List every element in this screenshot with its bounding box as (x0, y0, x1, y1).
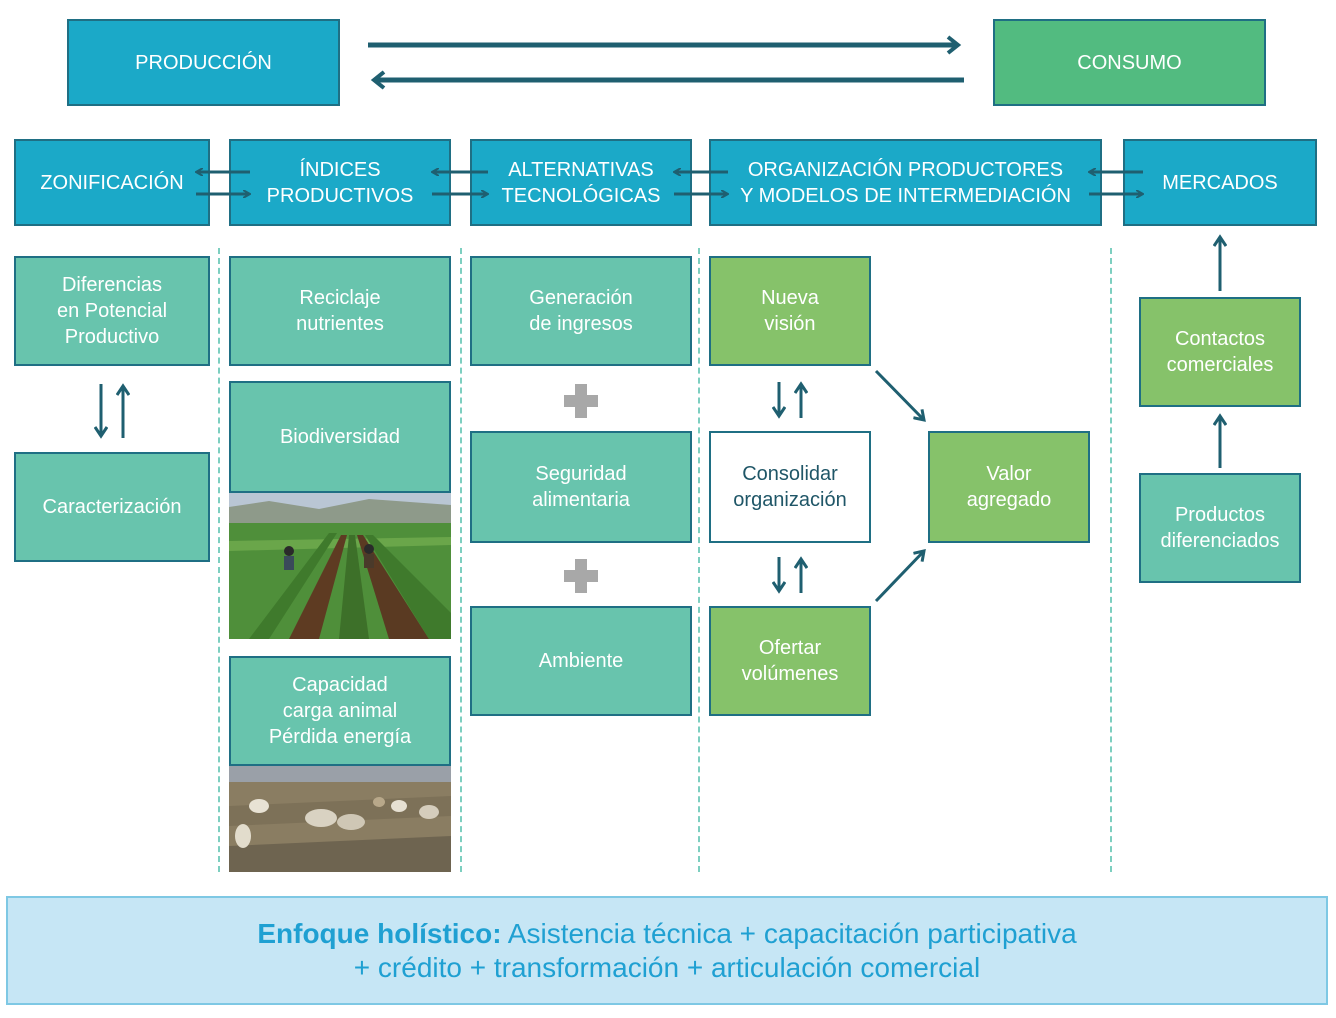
header-zonificacion: ZONIFICACIÓN (14, 139, 210, 226)
column-divider (1110, 248, 1112, 872)
seguridad-box: Seguridad alimentaria (470, 431, 692, 543)
mercados-label: MERCADOS (1162, 171, 1278, 194)
biodiversidad-label: Biodiversidad (279, 426, 401, 448)
nueva-vision-box: Nueva visión (709, 256, 871, 366)
contactos-box: Contactos comerciales (1139, 297, 1301, 407)
generacion-label: Generación de ingresos (529, 287, 633, 335)
arrow-ofertar-to-valor (874, 551, 924, 603)
seguridad-label: Seguridad alimentaria (532, 463, 630, 511)
footer-banner: Enfoque holístico: Asistencia técnica + … (6, 896, 1328, 1005)
nueva-vision-label: Nueva visión (761, 287, 819, 335)
capacidad-label: Capacidad carga animal Pérdida energía (268, 674, 412, 748)
alpaca-herd-photo (229, 766, 451, 872)
footer-line-2: + crédito + transformación + articulació… (353, 951, 981, 983)
consolidar-box: Consolidar organización (709, 431, 871, 543)
plus-icon (564, 559, 598, 593)
consolidar-label: Consolidar organización (733, 463, 847, 511)
productos-box: Productos diferenciados (1139, 473, 1301, 583)
reciclaje-label: Reciclaje nutrientes (296, 287, 384, 335)
ofertar-box: Ofertar volúmenes (709, 606, 871, 716)
header-organizacion-productores: ORGANIZACIÓN PRODUCTORES Y MODELOS DE IN… (709, 139, 1102, 226)
productos-label: Productos diferenciados (1160, 504, 1280, 552)
zonificacion-label: ZONIFICACIÓN (40, 171, 184, 194)
column-divider (698, 248, 700, 872)
crop-field-photo (229, 493, 451, 639)
produccion-label: PRODUCCIÓN (135, 51, 272, 74)
header-indices-productivos: ÍNDICES PRODUCTIVOS (229, 139, 451, 226)
reciclaje-box: Reciclaje nutrientes (229, 256, 451, 366)
ambiente-label: Ambiente (538, 650, 624, 672)
ofertar-label: Ofertar volúmenes (741, 637, 839, 685)
valor-label: Valor agregado (966, 463, 1052, 511)
ambiente-box: Ambiente (470, 606, 692, 716)
diferencias-box: Diferencias en Potencial Productivo (14, 256, 210, 366)
biodiversidad-box: Biodiversidad (229, 381, 451, 493)
generacion-box: Generación de ingresos (470, 256, 692, 366)
footer-bold-label: Enfoque holístico: (257, 917, 502, 949)
header-mercados: MERCADOS (1123, 139, 1317, 226)
header-alternativas-tecnologicas: ALTERNATIVAS TECNOLÓGICAS (470, 139, 692, 226)
diferencias-label: Diferencias en Potencial Productivo (56, 274, 168, 348)
valor-agregado-box: Valor agregado (928, 431, 1090, 543)
contactos-label: Contactos comerciales (1166, 328, 1274, 376)
consumo-label: CONSUMO (1077, 51, 1182, 74)
plus-icon (564, 384, 598, 418)
organizacion-label: ORGANIZACIÓN PRODUCTORES Y MODELOS DE IN… (740, 158, 1071, 207)
alternativas-label: ALTERNATIVAS TECNOLÓGICAS (501, 158, 661, 207)
footer-line-1: Enfoque holístico: Asistencia técnica + … (257, 917, 1076, 951)
column-divider (460, 248, 462, 872)
arrow-vision-to-valor (874, 369, 924, 420)
caracterizacion-label: Caracterización (42, 496, 182, 518)
indices-label: ÍNDICES PRODUCTIVOS (266, 158, 414, 207)
capacidad-box: Capacidad carga animal Pérdida energía (229, 656, 451, 766)
footer-text-1: Asistencia técnica + capacitación partic… (501, 917, 1077, 949)
consumo-box: CONSUMO (993, 19, 1266, 106)
column-divider (218, 248, 220, 872)
produccion-box: PRODUCCIÓN (67, 19, 340, 106)
caracterizacion-box: Caracterización (14, 452, 210, 562)
